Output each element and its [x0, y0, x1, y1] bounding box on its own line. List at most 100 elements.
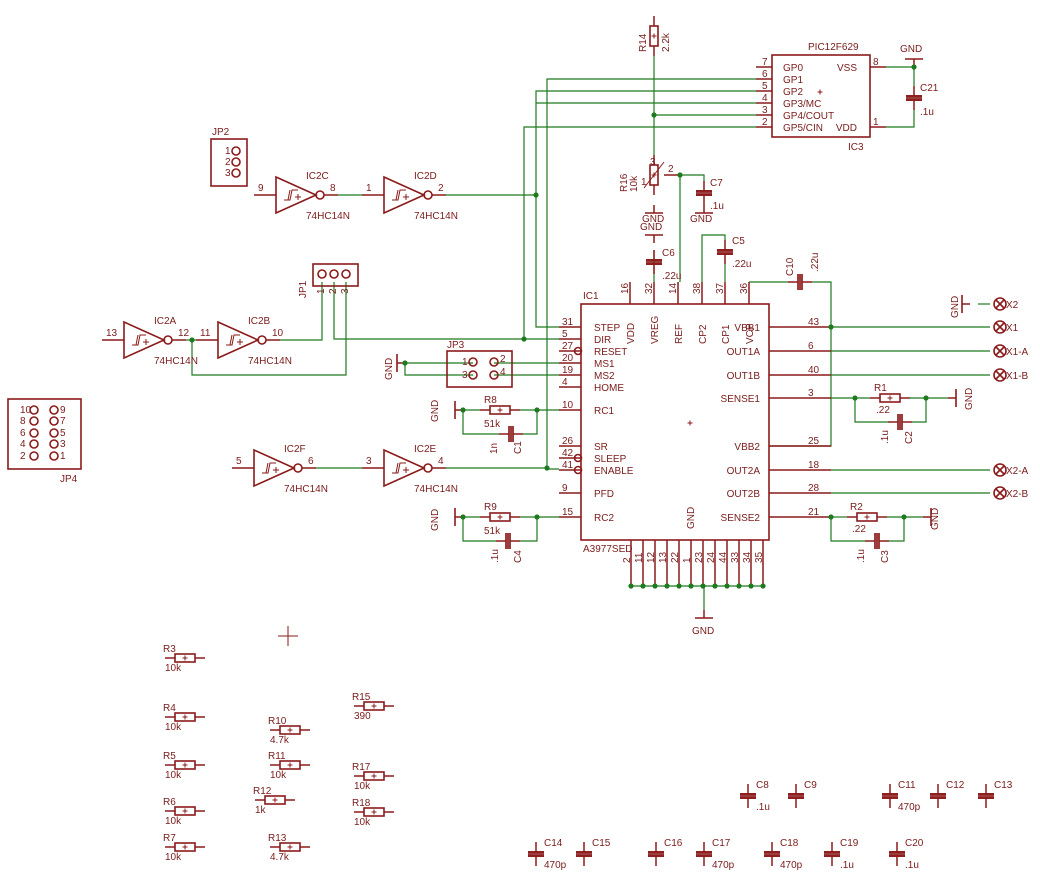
capacitor-c3[interactable]: C3.1u	[856, 533, 891, 563]
junction-dot	[544, 465, 550, 471]
ic-ic3[interactable]: PIC12F629IC37GP06GP15GP24GP3/MC3GP4/COUT…	[756, 42, 886, 153]
header-pin	[29, 416, 39, 426]
wire	[280, 282, 323, 341]
pin-label: OUT1B	[727, 371, 761, 382]
terminal-x2[interactable]: X2	[993, 297, 1019, 311]
capacitor-c9[interactable]: C9	[788, 780, 817, 808]
gnd-symbol[interactable]: GND	[948, 388, 975, 410]
gate-part: 74HC14N	[414, 484, 458, 495]
capacitor-c13[interactable]: C13	[978, 780, 1013, 808]
terminal-label: X1	[1006, 323, 1019, 334]
header-outline	[312, 263, 359, 287]
gnd-symbol[interactable]: GND	[692, 610, 714, 637]
wire	[523, 410, 538, 435]
ic-part: PIC12F629	[808, 42, 859, 53]
capacitor-c6[interactable]: C6.22u	[646, 248, 681, 282]
capacitor-c7[interactable]: C7.1u	[696, 178, 724, 212]
gate-part: 74HC14N	[248, 356, 292, 367]
capacitor-c19[interactable]: C19.1u	[824, 838, 859, 871]
gate-name: IC2D	[414, 171, 437, 182]
header-pin	[468, 357, 478, 367]
header-outline	[210, 138, 248, 187]
capacitor-c8[interactable]: C8.1u	[740, 780, 770, 813]
resistor-body	[174, 653, 196, 663]
capacitor-c21[interactable]: C21.1u	[906, 83, 939, 118]
capacitor-c4[interactable]: C4.1u	[490, 533, 524, 563]
resistor-r1[interactable]: R1.22	[870, 383, 910, 416]
wire	[520, 517, 538, 542]
terminal-ring	[993, 344, 1007, 358]
capacitor-c16[interactable]: C16	[648, 838, 683, 866]
capacitor-name: C15	[592, 838, 611, 849]
gnd-symbol[interactable]: GND	[384, 354, 405, 380]
terminal-x2-b[interactable]: X2-B	[993, 486, 1029, 500]
wire	[854, 398, 888, 423]
terminal-x1-b[interactable]: X1-B	[993, 368, 1029, 382]
hysteresis-mark	[395, 189, 399, 201]
capacitor-c10[interactable]: C10.22u	[785, 253, 821, 290]
cursor-crosshair[interactable]	[278, 626, 298, 646]
terminal-x1[interactable]: X1	[993, 320, 1019, 334]
ic-ic1[interactable]: IC1A3977SED31STEP5DIR27RESET20MS119MS24H…	[559, 282, 831, 586]
pin-number: 40	[808, 365, 820, 376]
gnd-label: GND	[930, 508, 941, 530]
capacitor-name: C21	[920, 83, 939, 94]
header-pin	[29, 451, 39, 461]
gnd-symbol[interactable]: GND	[923, 508, 941, 530]
gnd-symbol[interactable]: GND	[900, 44, 923, 67]
capacitor-c2[interactable]: C2.1u	[880, 414, 915, 444]
terminal-x1-a[interactable]: X1-A	[993, 344, 1029, 358]
gnd-symbol[interactable]: GND	[430, 508, 463, 531]
resistor-r2[interactable]: R2.22	[847, 502, 887, 535]
capacitor-c15[interactable]: C15	[576, 838, 611, 866]
terminal-x2-a[interactable]: X2-A	[993, 463, 1029, 477]
gnd-symbol[interactable]: GND	[640, 222, 663, 243]
capacitor-c12[interactable]: C12	[930, 780, 965, 808]
resistor-value: 10k	[354, 817, 371, 828]
cap-plate-fill	[930, 793, 946, 799]
pin-number: 34	[742, 551, 753, 563]
gnd-symbol[interactable]: GND	[642, 205, 664, 225]
gnd-symbol[interactable]: GND	[690, 205, 713, 225]
capacitor-c5[interactable]: C5.22u	[717, 236, 751, 270]
gnd-symbol[interactable]: GND	[430, 400, 463, 422]
gate-name: IC2C	[306, 171, 329, 182]
wire	[886, 66, 915, 86]
capacitor-c20[interactable]: C20.1u	[889, 838, 924, 871]
header-pin	[29, 405, 39, 415]
pin-number: 6	[20, 428, 26, 439]
gnd-symbol[interactable]: GND	[950, 295, 970, 318]
